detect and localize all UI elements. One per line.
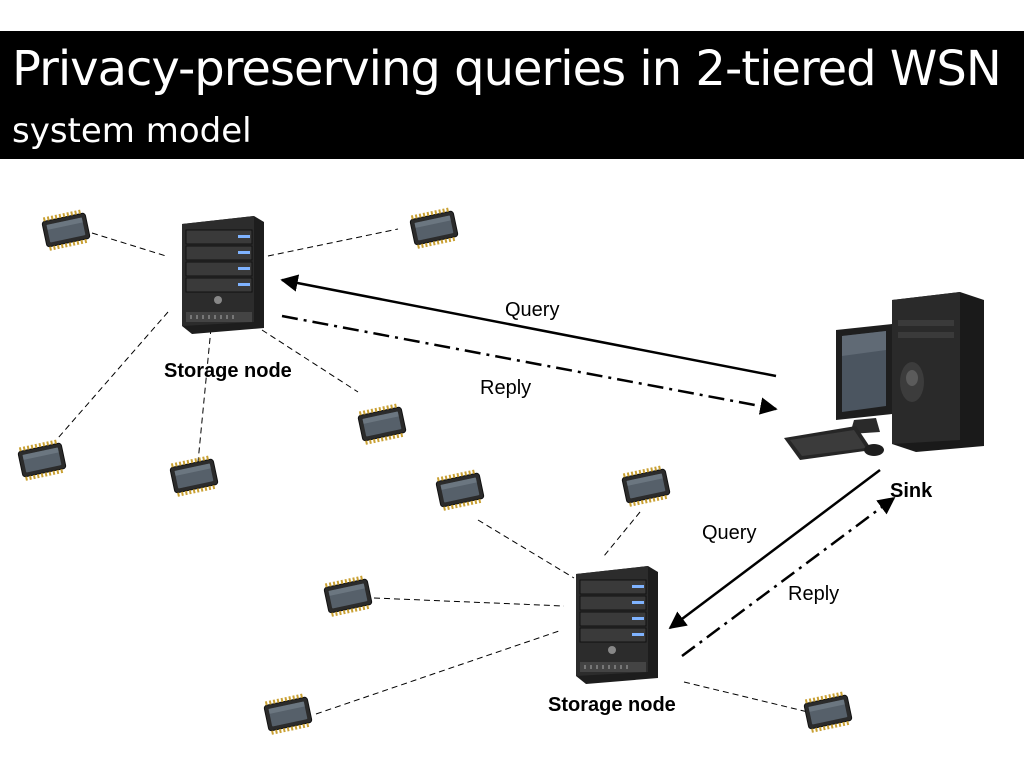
query-label-1: Query	[505, 299, 560, 321]
sensor-chip-icon	[262, 692, 314, 736]
slide-title: Privacy-preserving queries in 2-tiered W…	[12, 41, 1002, 97]
server-tower-icon	[181, 215, 265, 335]
storage-node-2-label: Storage node	[548, 694, 676, 716]
query-arrow-node-1	[280, 274, 777, 378]
sensor-chip-icon	[168, 454, 220, 498]
reply-label-1: Reply	[480, 377, 532, 399]
storage-node-1-label: Storage node	[164, 360, 292, 382]
desktop-computer-icon	[784, 292, 984, 460]
query-label-2: Query	[702, 522, 757, 544]
sensor-chip-icon	[40, 208, 92, 252]
sensor-chip-icon	[356, 402, 408, 446]
sensor-chip-icon	[620, 464, 672, 508]
reply-arrow-node-2	[681, 496, 896, 658]
reply-label-2: Reply	[788, 583, 840, 605]
sensor-chip-icon	[16, 438, 68, 482]
slide-subtitle: system model	[12, 111, 252, 151]
sensor-links-node-1	[57, 228, 399, 463]
sensor-links-node-2	[315, 511, 809, 715]
sensor-chip-icon	[434, 468, 486, 512]
reply-arrow-node-1	[281, 314, 778, 415]
sensor-chip-icon	[322, 574, 374, 618]
sensor-chip-icon	[802, 690, 854, 734]
sink-label: Sink	[890, 480, 933, 502]
title-bar: Privacy-preserving queries in 2-tiered W…	[0, 31, 1024, 159]
server-tower-icon	[575, 565, 659, 685]
query-arrow-node-2	[668, 469, 881, 630]
sensor-chip-icon	[408, 206, 460, 250]
